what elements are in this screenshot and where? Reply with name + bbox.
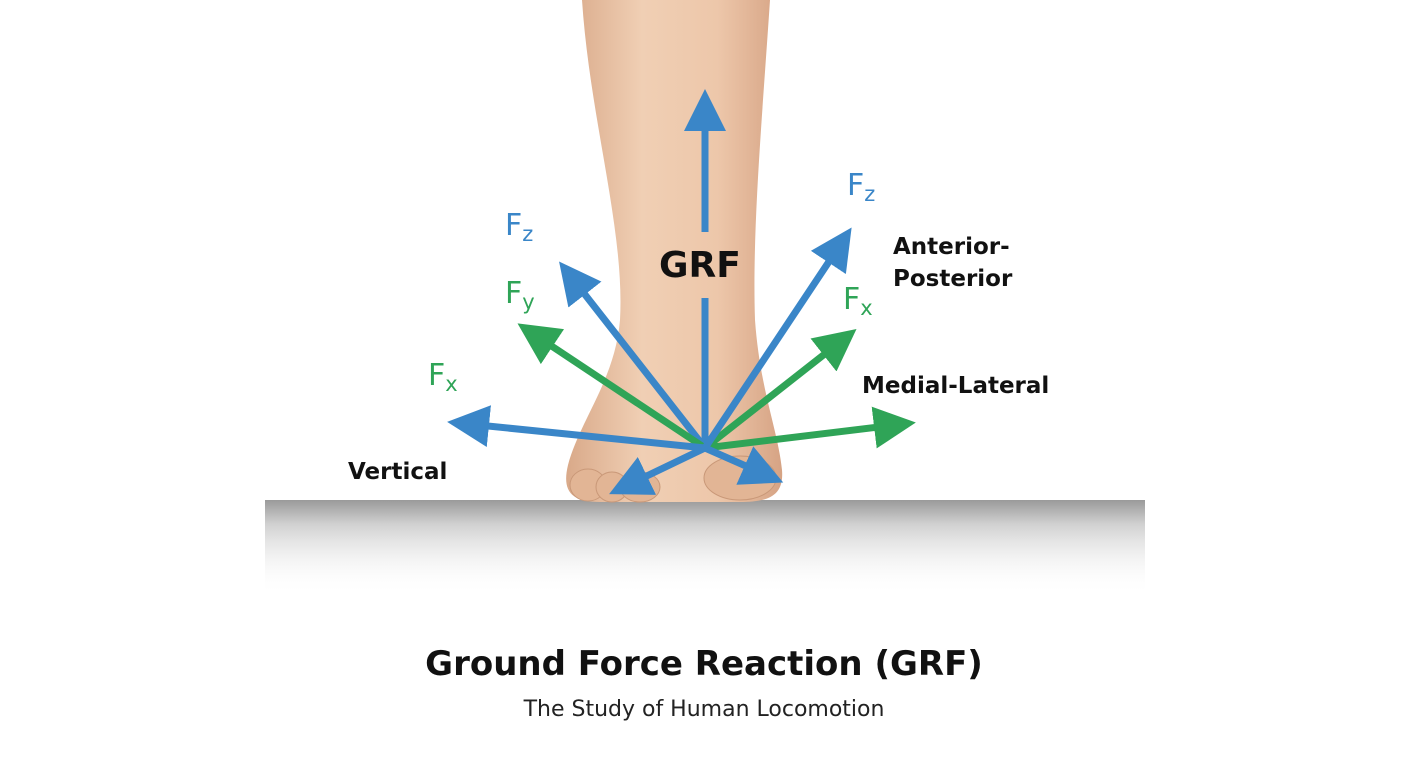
arrow-left-fx (447, 405, 706, 452)
vertical-label: Vertical (348, 459, 448, 485)
arrow-down-left (609, 444, 707, 495)
anterior-posterior-label-1: Anterior- (893, 234, 1010, 260)
arrow-right-medial-lateral (704, 406, 916, 452)
arrow-left-fy (517, 323, 707, 451)
arrow-down-right (703, 444, 784, 485)
right-fx-label: Fx (843, 282, 873, 320)
left-fz-label: Fz (505, 208, 534, 246)
arrow-right-fz (702, 227, 852, 450)
page-subtitle: The Study of Human Locomotion (523, 697, 885, 722)
page-title: Ground Force Reaction (GRF) (425, 644, 983, 684)
floor-shadow (265, 500, 1145, 595)
arrow-right-fx (702, 329, 857, 451)
leg-and-foot (566, 0, 783, 502)
left-fx-label: Fx (428, 358, 458, 396)
right-fz-label: Fz (847, 168, 876, 206)
arrow-left-fz (559, 261, 708, 451)
medial-lateral-label: Medial-Lateral (862, 373, 1050, 399)
anterior-posterior-label-2: Posterior (893, 266, 1013, 292)
grf-label: GRF (659, 245, 741, 286)
left-fy-label: Fy (505, 276, 535, 314)
